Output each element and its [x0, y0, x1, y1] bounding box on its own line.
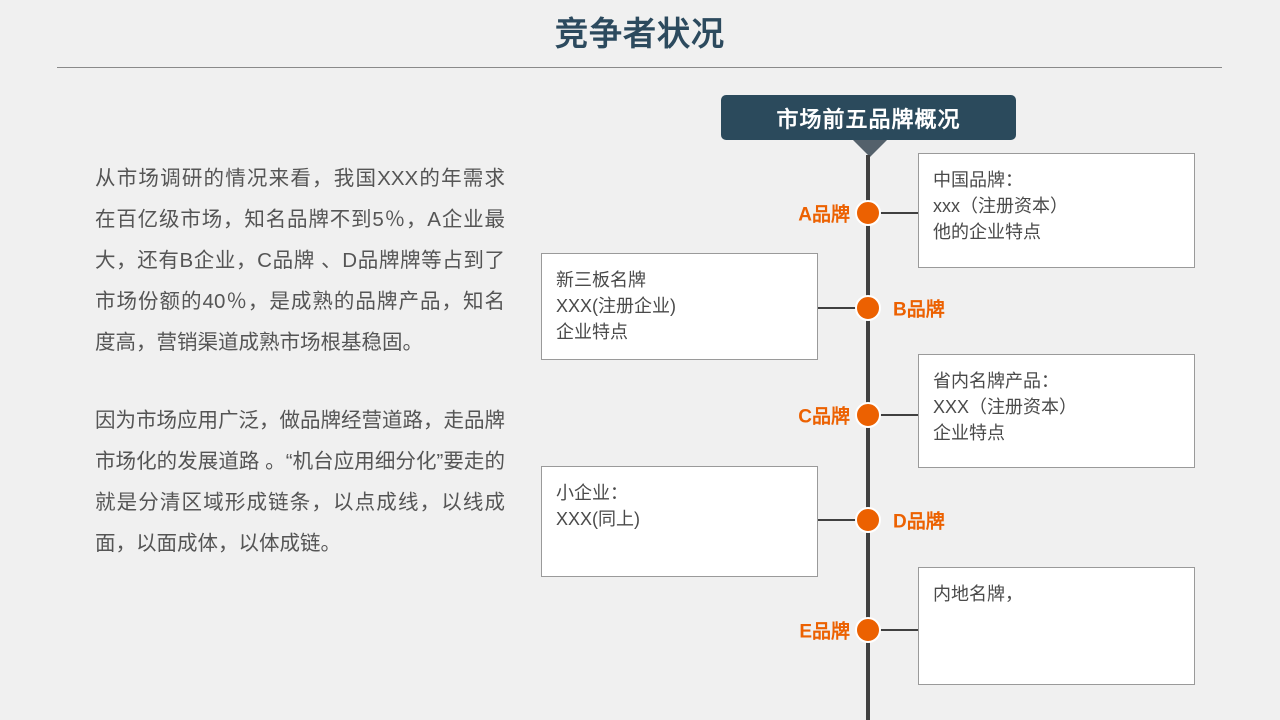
- node-label-a: A品牌: [798, 204, 850, 226]
- node-dot-d[interactable]: [855, 507, 881, 533]
- info-box-d: 小企业： XXX(同上): [541, 466, 818, 577]
- connector-a: [868, 212, 918, 214]
- body-paragraph-2: 因为市场应用广泛，做品牌经营道路，走品牌市场化的发展道路 。“机台应用细分化”要…: [95, 409, 505, 555]
- body-paragraph-1: 从市场调研的情况来看，我国XXX的年需求在百亿级市场，知名品牌不到5％，A企业最…: [95, 167, 505, 354]
- node-dot-b[interactable]: [855, 295, 881, 321]
- timeline-spine: [866, 155, 870, 720]
- info-box-b-line-1: 新三板名牌: [556, 270, 646, 290]
- node-dot-c[interactable]: [855, 402, 881, 428]
- connector-b: [818, 307, 868, 309]
- header-badge-arrow-icon: [853, 140, 887, 157]
- info-box-b: 新三板名牌 XXX(注册企业) 企业特点: [541, 253, 818, 360]
- node-label-e: E品牌: [799, 621, 850, 643]
- info-box-a-line-3: 他的企业特点: [933, 222, 1041, 242]
- node-dot-e[interactable]: [855, 617, 881, 643]
- body-text-column: 从市场调研的情况来看，我国XXX的年需求在百亿级市场，知名品牌不到5％，A企业最…: [95, 158, 505, 564]
- info-box-c-line-1: 省内名牌产品：: [933, 371, 1059, 391]
- info-box-e-line-1: 内地名牌，: [933, 584, 1023, 604]
- connector-c: [868, 414, 918, 416]
- node-label-d: D品牌: [893, 511, 945, 533]
- title-divider: [57, 67, 1222, 68]
- node-label-b: B品牌: [893, 299, 945, 321]
- info-box-b-line-2: XXX(注册企业): [556, 296, 677, 316]
- info-box-c-line-3: 企业特点: [933, 423, 1005, 443]
- header-badge: 市场前五品牌概况: [721, 95, 1016, 140]
- connector-e: [868, 629, 918, 631]
- node-dot-a[interactable]: [855, 200, 881, 226]
- info-box-b-line-3: 企业特点: [556, 322, 628, 342]
- info-box-a-line-2: xxx（注册资本）: [933, 196, 1068, 216]
- info-box-c-line-2: XXX（注册资本）: [933, 397, 1078, 417]
- info-box-a: 中国品牌： xxx（注册资本） 他的企业特点: [918, 153, 1195, 268]
- info-box-d-line-1: 小企业：: [556, 483, 628, 503]
- info-box-e: 内地名牌，: [918, 567, 1195, 685]
- info-box-a-line-1: 中国品牌：: [933, 170, 1023, 190]
- header-badge-label: 市场前五品牌概况: [776, 106, 961, 132]
- connector-d: [818, 519, 868, 521]
- page-title: 竞争者状况: [555, 15, 725, 52]
- node-label-c: C品牌: [798, 406, 850, 428]
- info-box-d-line-2: XXX(同上): [556, 509, 641, 529]
- info-box-c: 省内名牌产品： XXX（注册资本） 企业特点: [918, 354, 1195, 468]
